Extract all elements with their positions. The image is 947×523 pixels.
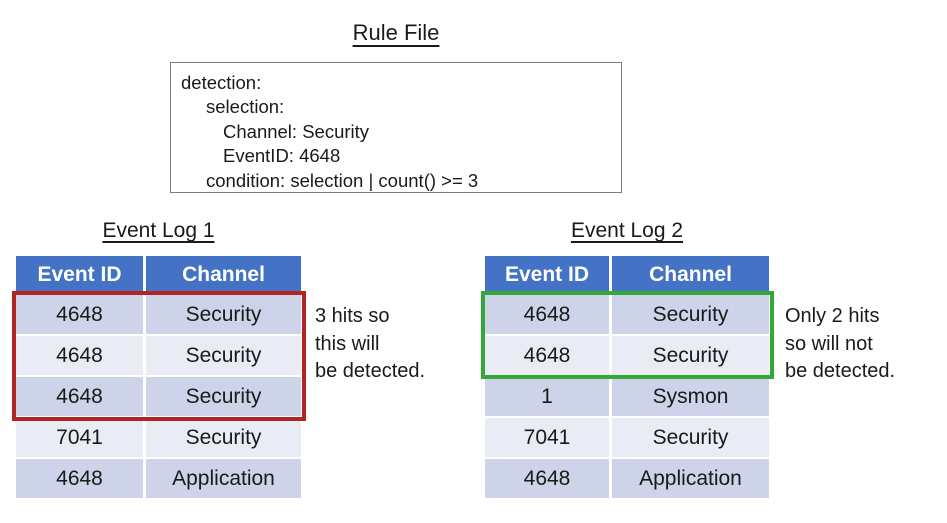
event-log-1-table: Event ID Channel 4648 Security 4648 Secu… — [16, 256, 301, 498]
channel-cell: Application — [612, 459, 769, 498]
column-header-channel: Channel — [612, 256, 769, 293]
annotation-line: this will — [315, 332, 380, 355]
rule-line-channel: Channel: Security — [223, 120, 370, 142]
event-id-cell: 4648 — [16, 459, 143, 498]
event-log-2-table: Event ID Channel 4648 Security 4648 Secu… — [485, 256, 769, 498]
channel-cell: Security — [146, 336, 301, 375]
table-row: 4648 Application — [485, 459, 769, 498]
channel-cell: Security — [146, 377, 301, 416]
event-id-cell: 4648 — [485, 336, 609, 375]
annotation-line: so will not — [785, 332, 873, 355]
table-row: 4648 Security — [485, 336, 769, 375]
column-header-event-id: Event ID — [16, 256, 143, 293]
rule-line-selection: selection: — [206, 96, 285, 118]
event-id-cell: 4648 — [16, 295, 143, 334]
event-id-cell: 7041 — [485, 418, 609, 457]
column-header-event-id: Event ID — [485, 256, 609, 293]
annotation-line: be detected. — [785, 360, 896, 382]
table-row: 7041 Security — [485, 418, 769, 457]
event-id-cell: 4648 — [485, 459, 609, 498]
table-header-row: Event ID Channel — [485, 256, 769, 293]
channel-cell: Application — [146, 459, 301, 498]
event-id-cell: 4648 — [485, 295, 609, 334]
table-row: 1 Sysmon — [485, 377, 769, 416]
rule-line-detection: detection: — [181, 72, 262, 93]
annotation-line: 3 hits so — [315, 305, 390, 327]
column-header-channel: Channel — [146, 256, 301, 293]
table-row: 7041 Security — [16, 418, 301, 457]
annotation-line: be detected. — [315, 360, 426, 382]
channel-cell: Security — [146, 295, 301, 334]
table-header-row: Event ID Channel — [16, 256, 301, 293]
channel-cell: Security — [612, 295, 769, 334]
event-id-cell: 4648 — [16, 336, 143, 375]
table-row: 4648 Security — [16, 295, 301, 334]
event-id-cell: 1 — [485, 377, 609, 416]
channel-cell: Security — [612, 336, 769, 375]
table-row: 4648 Security — [16, 377, 301, 416]
rule-file-box: detection: selection: Channel: Security … — [170, 62, 622, 193]
channel-cell: Security — [612, 418, 769, 457]
rule-line-eventid: EventID: 4648 — [223, 145, 341, 167]
rule-line-condition: condition: selection | count() >= 3 — [206, 169, 479, 191]
table-row: 4648 Security — [16, 336, 301, 375]
channel-cell: Sysmon — [612, 377, 769, 416]
event-id-cell: 4648 — [16, 377, 143, 416]
channel-cell: Security — [146, 418, 301, 457]
annotation-line: Only 2 hits — [785, 305, 880, 327]
event-log-1-title: Event Log 1 — [102, 219, 215, 242]
table-row: 4648 Security — [485, 295, 769, 334]
event-log-2-title: Event Log 2 — [570, 219, 684, 242]
event-id-cell: 7041 — [16, 418, 143, 457]
event-log-2-annotation: Only 2 hits so will not be detected. — [785, 303, 895, 386]
event-log-1-annotation: 3 hits so this will be detected. — [315, 303, 425, 386]
rule-file-title: Rule File — [352, 20, 440, 45]
table-row: 4648 Application — [16, 459, 301, 498]
